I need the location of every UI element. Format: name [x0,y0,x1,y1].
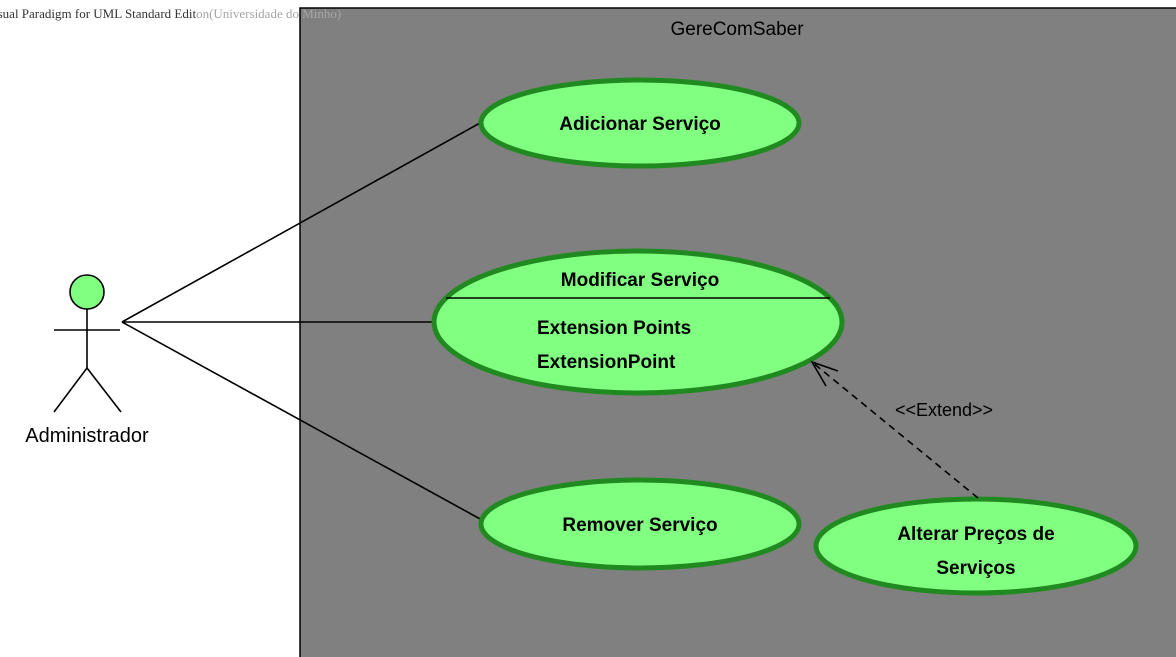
actor-left-leg [53,367,88,413]
watermark-faint-text: on(Universidade do Minho) [196,6,342,21]
actor-head [69,274,105,310]
watermark-text: isual Paradigm for UML Standard Edit [0,6,197,21]
watermark: isual Paradigm for UML Standard Editon(U… [0,6,341,22]
use-case-adicionar-shape [478,77,802,169]
actor-right-leg [86,367,122,413]
use-case-modificar-shape [431,248,845,396]
use-case-alterar-label-line2: Serviços [936,558,1015,579]
use-case-remover-label: Remover Serviço [562,515,717,536]
actor-name: Administrador [25,425,149,447]
use-case-alterar-precos[interactable]: Alterar Preços de Serviços [813,496,1139,596]
use-case-alterar-label-line1: Alterar Preços de [897,524,1054,545]
use-case-alterar-shape [813,496,1139,596]
use-case-adicionar-servico[interactable]: Adicionar Serviço [478,77,802,169]
extend-stereotype-label: <<Extend>> [895,400,993,420]
use-case-adicionar-label: Adicionar Serviço [559,114,721,135]
use-case-remover-shape [478,477,802,571]
use-case-modificar-servico[interactable]: Modificar Serviço Extension Points Exten… [431,248,845,396]
extend-arrowhead [810,360,839,387]
association-remover[interactable] [121,321,483,521]
extend-relationship[interactable] [810,360,979,499]
use-case-remover-servico[interactable]: Remover Serviço [478,477,802,571]
system-name: GereComSaber [670,19,804,40]
actor-administrador[interactable] [53,274,122,413]
extension-point-item: ExtensionPoint [537,352,676,373]
association-adicionar[interactable] [121,122,481,323]
use-case-modificar-label: Modificar Serviço [561,270,719,291]
extension-points-title: Extension Points [537,318,691,339]
